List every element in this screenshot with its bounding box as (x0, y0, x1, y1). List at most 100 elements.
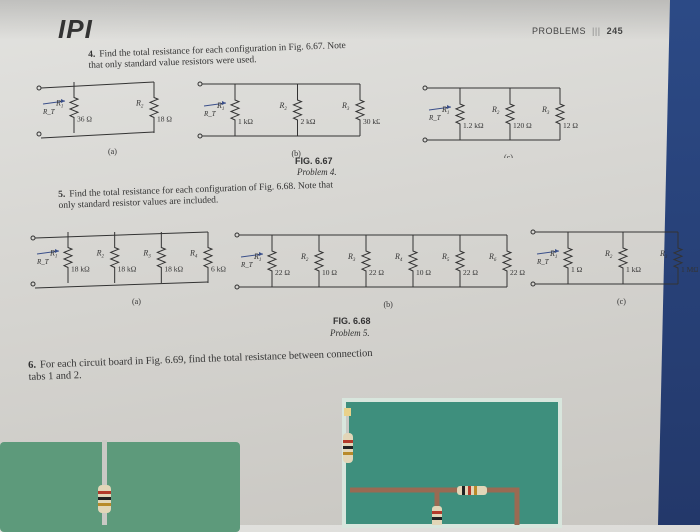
resistor-name: R4 (189, 249, 198, 260)
resistor-r2 (504, 88, 516, 140)
rt-label: R_T (240, 261, 254, 269)
board-traces (343, 408, 520, 525)
problem-6-text: 6.For each circuit board in Fig. 6.69, f… (28, 348, 379, 384)
page-shadow (0, 0, 700, 40)
resistor-component-icon (98, 440, 111, 525)
problem-statement: Find the total resistance for each confi… (58, 180, 334, 211)
rt-label: R_T (203, 110, 217, 118)
terminal (36, 131, 42, 137)
rt-arrow-head (222, 101, 226, 105)
bottom-rail (40, 131, 155, 139)
figure-caption: Problem 5. (330, 328, 370, 338)
resistor-r2 (148, 82, 160, 133)
resistor-r1 (229, 84, 241, 136)
terminal (36, 85, 42, 91)
resistor-r3 (156, 232, 167, 283)
problem-number: 5. (58, 189, 66, 200)
subfigure-label: (c) (504, 153, 513, 158)
rt-arrow-head (555, 249, 559, 253)
subfigure-label: (b) (384, 300, 394, 309)
resistor-value: 120 Ω (513, 121, 532, 130)
terminal (30, 281, 36, 287)
problem-statement: Find the total resistance for each confi… (88, 41, 347, 71)
resistor-r4 (202, 232, 214, 283)
resistor-r2 (292, 84, 303, 136)
resistor-name: R1 (549, 249, 557, 260)
resistor-name: R2 (604, 249, 613, 260)
resistor-value: 1 kΩ (238, 117, 253, 126)
resistor-value: 18 kΩ (118, 265, 137, 274)
resistor-name: R3 (347, 252, 356, 263)
resistor-value: 22 Ω (463, 268, 478, 277)
resistor-r2 (313, 235, 325, 287)
resistor-name: R3 (341, 101, 350, 112)
terminal (422, 85, 428, 91)
resistor-value: 22 Ω (275, 268, 290, 277)
page-number: 245 (606, 26, 624, 36)
resistor-value: 30 kΩ (363, 117, 380, 126)
resistor-value: 22 Ω (369, 268, 384, 277)
page-header: PROBLEMS ||| 245 (532, 26, 623, 36)
terminal (530, 281, 536, 287)
resistor-name: R6 (488, 252, 497, 263)
subfigure-label: (c) (617, 297, 626, 306)
terminal (234, 232, 240, 238)
resistor-name: R3 (659, 249, 668, 260)
rt-label: R_T (36, 258, 50, 266)
publisher-logo: IPI (58, 14, 93, 44)
rt-arrow-head (55, 249, 59, 253)
resistor-r1 (62, 232, 74, 283)
rt-label: R_T (42, 108, 56, 116)
resistor-value: 10 Ω (322, 268, 337, 277)
resistor-value: 12 Ω (563, 121, 578, 130)
terminal (530, 229, 536, 235)
resistor-r2 (617, 232, 629, 284)
terminal (197, 133, 203, 139)
resistor-r3 (554, 88, 566, 140)
resistor-value: 22 Ω (510, 268, 525, 277)
resistor-r3 (672, 232, 684, 284)
problem-number: 4. (88, 49, 96, 60)
problem-5-text: 5.Find the total resistance for each con… (58, 180, 349, 212)
resistor-value: 10 Ω (416, 268, 431, 277)
resistor-value: 2 kΩ (301, 117, 316, 126)
resistor-name: R2 (96, 249, 105, 260)
resistor-name: R3 (541, 105, 550, 116)
resistor-value: 1 MΩ (681, 265, 698, 274)
resistor-name: R4 (394, 252, 403, 263)
figure-label: FIG. 6.68 (333, 316, 371, 326)
resistor-value: 1.2 kΩ (463, 121, 484, 130)
separator: ||| (592, 26, 601, 36)
resistor-name: R2 (491, 105, 500, 116)
resistor-name: R1 (55, 99, 63, 110)
rt-arrow-head (61, 99, 65, 103)
resistor-name: R1 (49, 249, 57, 260)
resistor-r5 (454, 235, 466, 287)
resistor-r6 (501, 235, 513, 287)
resistor-name: R1 (253, 252, 261, 263)
resistor-r3 (360, 235, 372, 287)
top-rail (34, 231, 209, 239)
subfigure-label: (a) (108, 147, 117, 156)
resistor-name: R1 (441, 105, 449, 116)
resistor-value: 36 Ω (77, 115, 92, 124)
problem-statement: For each circuit board in Fig. 6.69, fin… (28, 347, 373, 383)
resistor-r1 (266, 235, 278, 287)
resistor-r1 (562, 232, 574, 284)
terminal (422, 137, 428, 143)
resistor-value: 1 Ω (571, 265, 583, 274)
figure-caption: Problem 4. (297, 167, 337, 177)
resistor-value: 6 kΩ (211, 265, 226, 274)
subfigure-label: (b) (292, 149, 302, 158)
resistor-name: R2 (300, 252, 309, 263)
circuit-board-left (0, 442, 240, 532)
terminal (30, 235, 36, 241)
resistor-value: 1 kΩ (626, 265, 641, 274)
resistor-r3 (354, 84, 366, 136)
section-title: PROBLEMS (532, 26, 587, 36)
rt-label: R_T (536, 258, 550, 266)
resistor-name: R1 (216, 101, 224, 112)
